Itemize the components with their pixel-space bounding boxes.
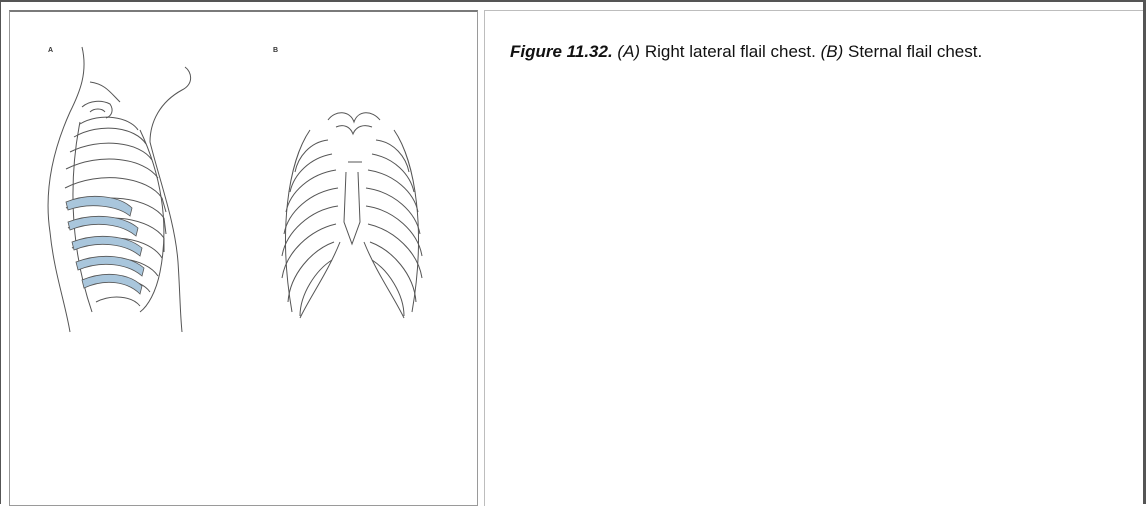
panel-b-anterior-ribcage — [282, 113, 422, 318]
flail-segment-highlight — [66, 196, 144, 294]
figure-image-cell: A B — [9, 10, 478, 506]
part-b-marker: (B) — [821, 42, 844, 61]
part-b-description: Sternal flail chest. — [848, 42, 982, 61]
figure-caption: Figure 11.32. (A) Right lateral flail ch… — [510, 42, 1110, 61]
panel-a-label: A — [48, 47, 53, 54]
figure-number: Figure 11.32. — [510, 42, 613, 61]
flail-chest-illustration: A B — [10, 12, 477, 506]
part-a-marker: (A) — [617, 42, 640, 61]
part-a-description: Right lateral flail chest. — [645, 42, 816, 61]
caption-cell: Figure 11.32. (A) Right lateral flail ch… — [484, 10, 1143, 506]
panel-a-lateral-ribcage — [48, 47, 191, 332]
panel-b-label: B — [273, 47, 278, 54]
